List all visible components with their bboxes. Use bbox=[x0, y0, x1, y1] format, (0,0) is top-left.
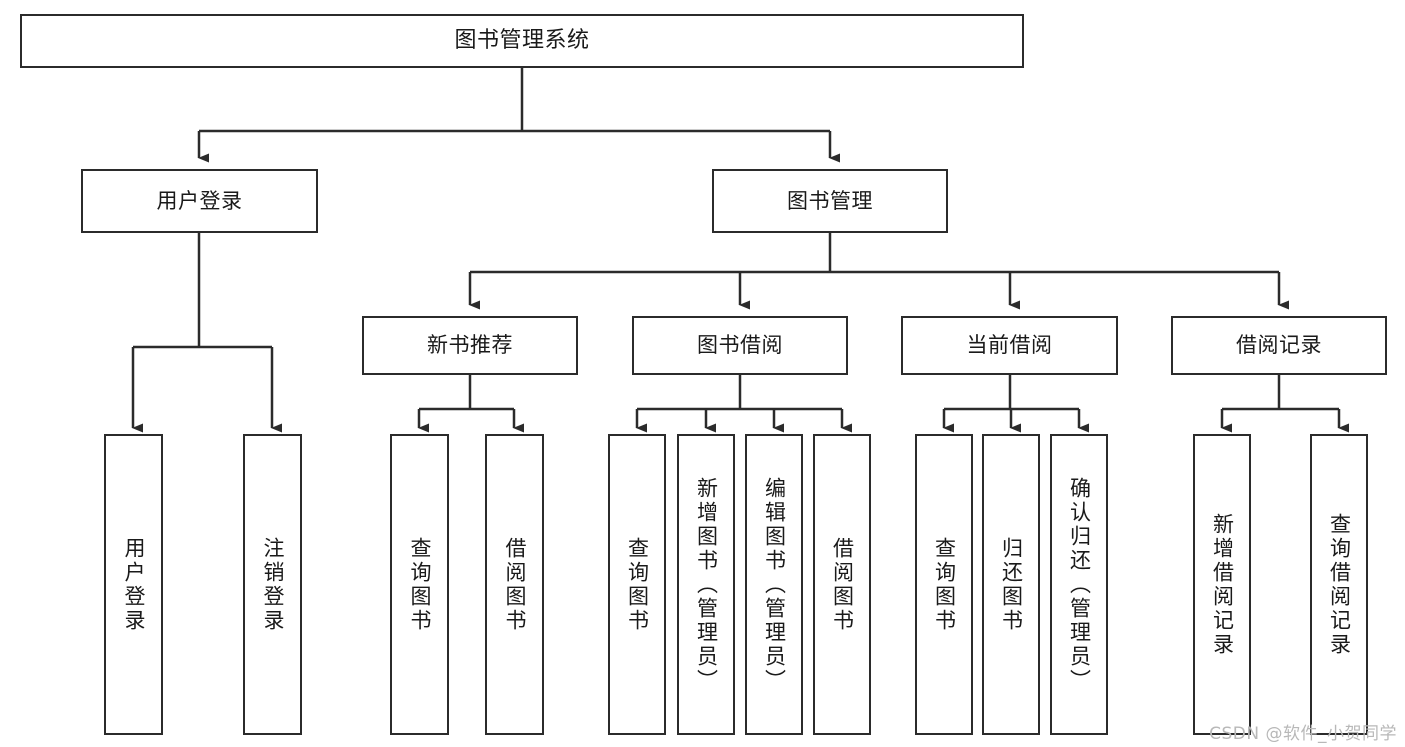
node-current-borrow[interactable]: 当前借阅 bbox=[901, 316, 1118, 375]
leaf-label: 借阅图书 bbox=[503, 536, 527, 633]
node-label: 新书推荐 bbox=[427, 333, 513, 358]
leaf-label: 归还图书 bbox=[999, 536, 1024, 633]
node-book-borrow[interactable]: 图书借阅 bbox=[632, 316, 848, 375]
leaf-label: 查询图书 bbox=[625, 536, 650, 633]
leaf-borrow-book[interactable]: 借阅图书 bbox=[813, 434, 871, 735]
node-label: 图书管理 bbox=[787, 188, 873, 213]
leaf-query-book-recommend[interactable]: 查询图书 bbox=[390, 434, 449, 735]
node-root-system[interactable]: 图书管理系统 bbox=[20, 14, 1024, 68]
leaf-query-borrow-record[interactable]: 查询借阅记录 bbox=[1310, 434, 1368, 735]
node-book-management[interactable]: 图书管理 bbox=[712, 169, 948, 233]
leaf-edit-book[interactable]: 编辑图书（管理员） bbox=[745, 434, 803, 735]
leaf-label: 编辑图书（管理员） bbox=[762, 476, 787, 693]
node-label: 用户登录 bbox=[156, 188, 243, 213]
node-label: 图书管理系统 bbox=[454, 28, 590, 54]
leaf-label: 查询图书 bbox=[932, 536, 957, 633]
leaf-logout-login[interactable]: 注销登录 bbox=[243, 434, 302, 735]
node-borrow-record[interactable]: 借阅记录 bbox=[1171, 316, 1387, 375]
leaf-add-book[interactable]: 新增图书（管理员） bbox=[677, 434, 735, 735]
leaf-confirm-return[interactable]: 确认归还（管理员） bbox=[1050, 434, 1108, 735]
leaf-label: 注销登录 bbox=[261, 536, 285, 633]
leaf-label: 用户登录 bbox=[122, 536, 146, 633]
leaf-label: 查询借阅记录 bbox=[1327, 512, 1352, 657]
leaf-label: 新增借阅记录 bbox=[1210, 512, 1235, 657]
leaf-add-borrow-record[interactable]: 新增借阅记录 bbox=[1193, 434, 1251, 735]
leaf-query-book-borrow[interactable]: 查询图书 bbox=[608, 434, 666, 735]
leaf-label: 确认归还（管理员） bbox=[1067, 476, 1092, 693]
node-user-login[interactable]: 用户登录 bbox=[81, 169, 318, 233]
watermark-text: CSDN @软件_小贺同学 bbox=[1209, 724, 1397, 744]
leaf-label: 查询图书 bbox=[408, 536, 432, 633]
node-label: 当前借阅 bbox=[966, 333, 1053, 358]
leaf-return-book[interactable]: 归还图书 bbox=[982, 434, 1040, 735]
node-new-book-recommend[interactable]: 新书推荐 bbox=[362, 316, 578, 375]
leaf-label: 借阅图书 bbox=[830, 536, 855, 633]
leaf-user-login[interactable]: 用户登录 bbox=[104, 434, 163, 735]
leaf-borrow-book-recommend[interactable]: 借阅图书 bbox=[485, 434, 544, 735]
leaf-label: 新增图书（管理员） bbox=[694, 476, 719, 693]
node-label: 图书借阅 bbox=[697, 333, 783, 358]
node-label: 借阅记录 bbox=[1236, 333, 1322, 358]
leaf-query-book-current[interactable]: 查询图书 bbox=[915, 434, 973, 735]
